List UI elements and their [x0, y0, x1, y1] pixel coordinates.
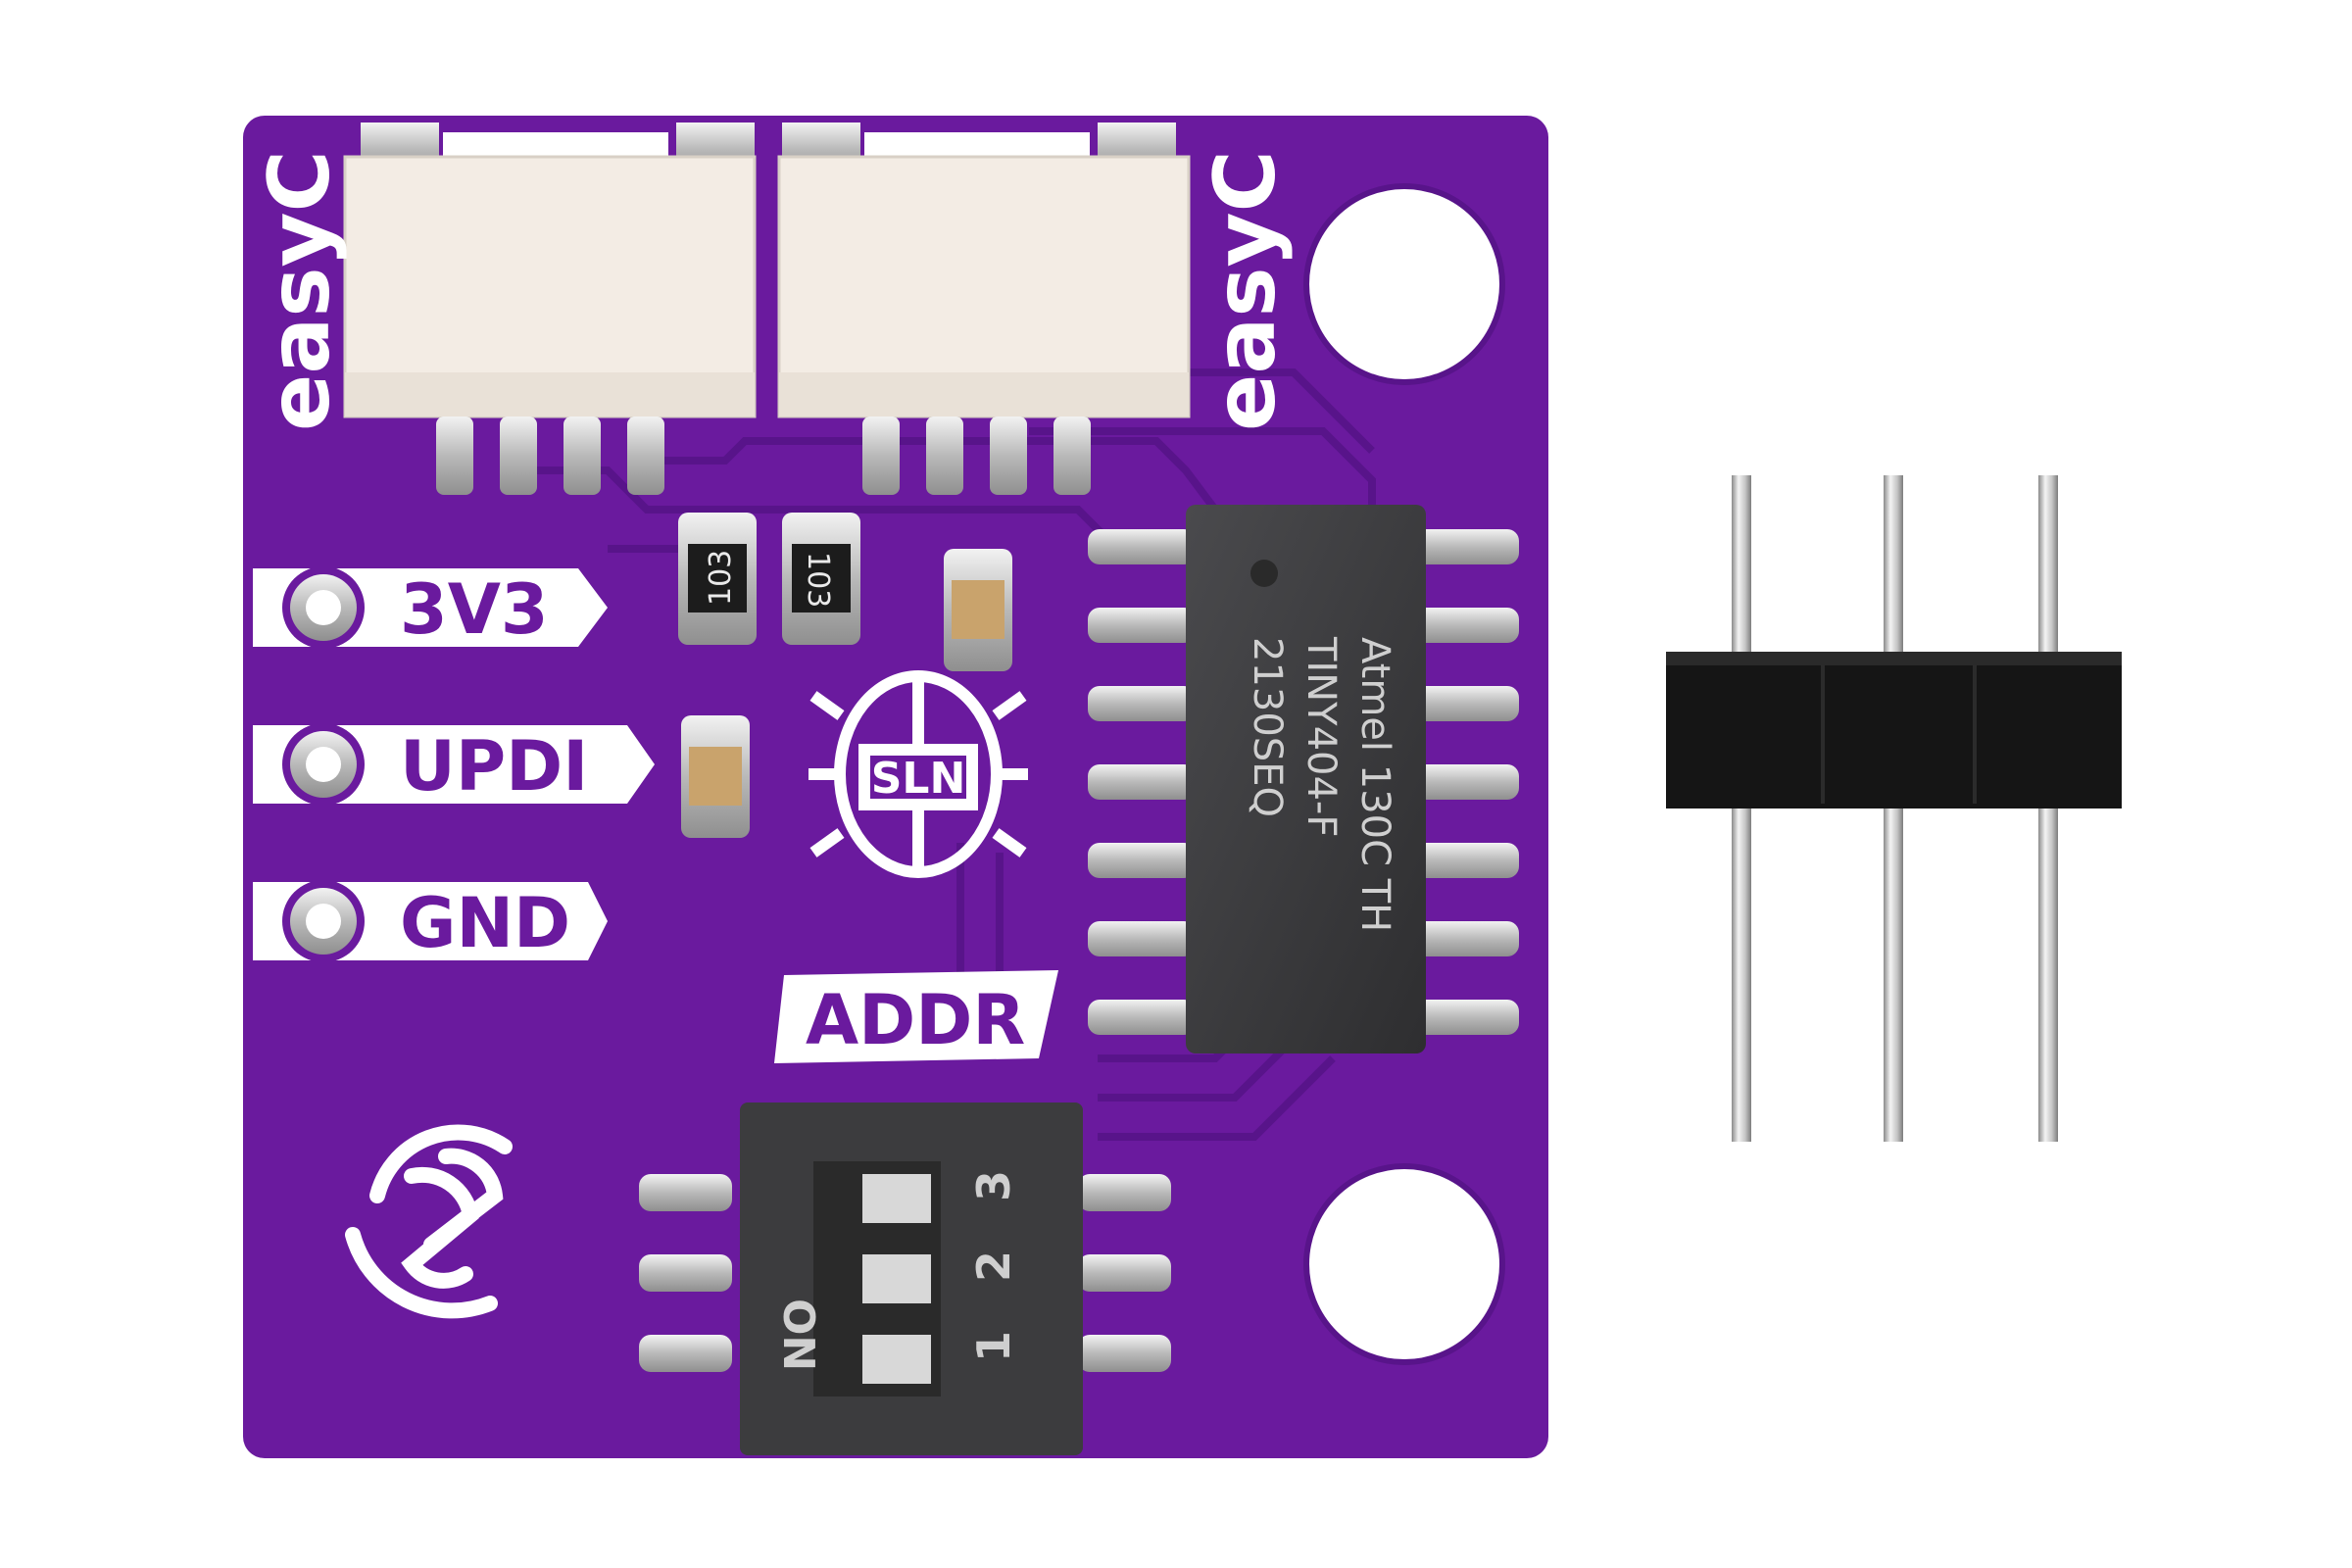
chip-marking-line-1: Atmel 130C TH — [1352, 637, 1397, 932]
dip-switch-2[interactable] — [862, 1254, 931, 1303]
dip-switch-3[interactable] — [862, 1174, 931, 1223]
resistor-2-label: 103 — [801, 552, 835, 608]
easyc-connector-left — [343, 122, 757, 495]
dip-number-1: 1 — [967, 1331, 1020, 1362]
pin-label-3v3: 3V3 — [400, 569, 549, 650]
dip-number-3: 3 — [967, 1170, 1020, 1201]
smd-components: 103 103 — [678, 513, 1012, 838]
resistor-1-label: 103 — [704, 550, 738, 606]
mounting-hole-bottom — [1303, 1163, 1505, 1365]
addr-label: ADDR — [806, 980, 1025, 1060]
dip-number-2: 2 — [967, 1250, 1020, 1282]
microcontroller-chip: Atmel 130C TH TINY404-F 2130SEQ — [1088, 505, 1519, 1054]
sln-logo — [808, 670, 1028, 878]
sln-logo-text: SLN — [871, 754, 966, 804]
pin-header — [1666, 475, 2122, 1142]
easyc-label-left: easyC — [251, 150, 349, 431]
easyc-connector-right — [777, 122, 1191, 495]
mounting-hole-top — [1303, 183, 1505, 385]
pin-row: 3V3 UPDI GND — [253, 566, 655, 963]
dip-switch-1[interactable] — [862, 1335, 931, 1384]
dip-on-label: ON — [773, 1298, 823, 1371]
soldered-logo — [345, 1124, 513, 1319]
address-dip-switch: ON 1 2 3 — [639, 1102, 1171, 1455]
addr-label-background — [774, 970, 1058, 1063]
easyc-label-right: easyC — [1197, 150, 1295, 431]
chip-marking-line-2: TINY404-F — [1298, 636, 1344, 837]
pin-label-updi: UPDI — [400, 726, 588, 807]
header-plastic-body — [1666, 652, 2122, 808]
pin-label-gnd: GND — [400, 883, 570, 963]
chip-marking-line-3: 2130SEQ — [1245, 637, 1290, 817]
